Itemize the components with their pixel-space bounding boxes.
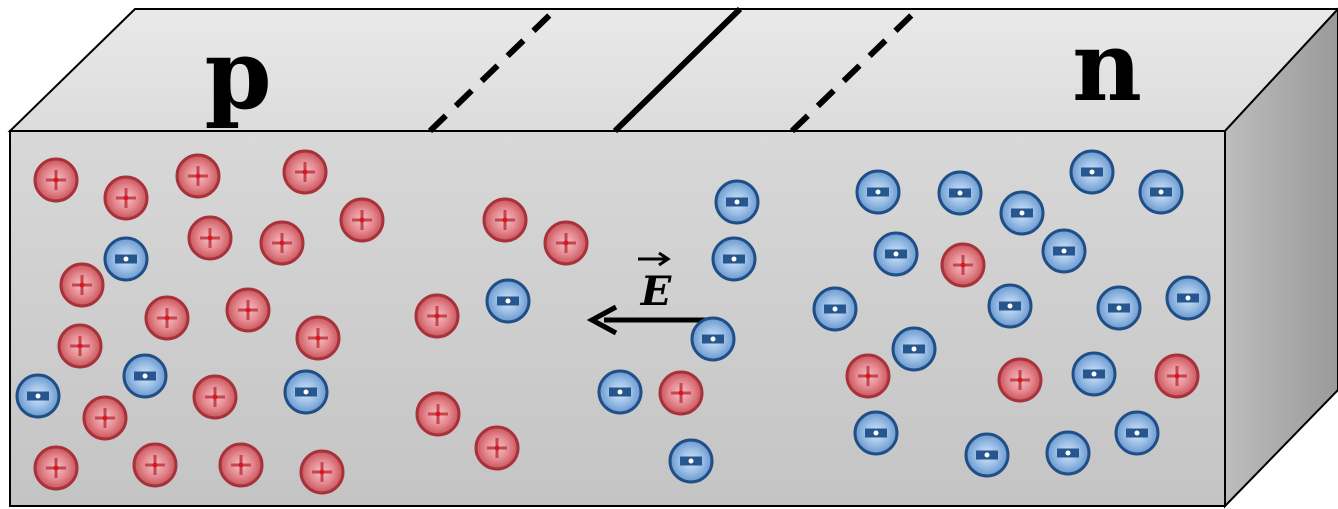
negative-carrier (1138, 169, 1184, 215)
positive-carrier (282, 149, 328, 195)
negative-carrier (1069, 149, 1115, 195)
positive-carrier (144, 295, 190, 341)
negative-carrier (1165, 275, 1211, 321)
positive-carrier (339, 197, 385, 243)
depletion-boundary-left (427, 6, 559, 134)
positive-carrier (482, 197, 528, 243)
positive-carrier (997, 357, 1043, 403)
negative-carrier (853, 410, 899, 456)
positive-carrier (225, 287, 271, 333)
negative-carrier (1114, 410, 1160, 456)
positive-carrier (187, 215, 233, 261)
positive-carrier (295, 315, 341, 361)
positive-carrier (175, 153, 221, 199)
negative-carrier (122, 353, 168, 399)
positive-carrier (132, 442, 178, 488)
negative-carrier (103, 236, 149, 282)
svg-text:E: E (640, 268, 672, 315)
negative-carrier (964, 432, 1010, 478)
electric-field-arrow (586, 304, 710, 336)
positive-carrier (299, 449, 345, 495)
negative-carrier (987, 283, 1033, 329)
charge-carriers (15, 149, 1211, 495)
negative-carrier (597, 369, 643, 415)
positive-carrier (192, 374, 238, 420)
negative-carrier (1041, 228, 1087, 274)
n-region-label: n (1072, 10, 1142, 123)
negative-carrier (855, 169, 901, 215)
positive-carrier (1154, 353, 1200, 399)
positive-carrier (33, 445, 79, 491)
negative-carrier (891, 326, 937, 372)
negative-carrier (1071, 351, 1117, 397)
negative-carrier (690, 316, 736, 362)
p-region-label: p (204, 18, 271, 131)
negative-carrier (283, 369, 329, 415)
positive-carrier (57, 323, 103, 369)
negative-carrier (812, 286, 858, 332)
positive-carrier (543, 220, 589, 266)
negative-carrier (714, 179, 760, 225)
positive-carrier (845, 353, 891, 399)
positive-carrier (218, 442, 264, 488)
positive-carrier (658, 370, 704, 416)
negative-carrier (1045, 430, 1091, 476)
metallurgical-junction-line (612, 6, 743, 134)
negative-carrier (873, 231, 919, 277)
negative-carrier (668, 438, 714, 484)
negative-carrier (711, 236, 757, 282)
positive-carrier (59, 262, 105, 308)
positive-carrier (33, 157, 79, 203)
positive-carrier (415, 391, 461, 437)
depletion-boundary-right (789, 6, 921, 134)
electric-field-label: E (638, 251, 672, 315)
negative-carrier (485, 278, 531, 324)
negative-carrier (15, 373, 61, 419)
positive-carrier (474, 425, 520, 471)
positive-carrier (259, 220, 305, 266)
negative-carrier (1096, 285, 1142, 331)
positive-carrier (940, 242, 986, 288)
negative-carrier (937, 170, 983, 216)
positive-carrier (414, 293, 460, 339)
positive-carrier (103, 175, 149, 221)
positive-carrier (82, 395, 128, 441)
negative-carrier (999, 190, 1045, 236)
